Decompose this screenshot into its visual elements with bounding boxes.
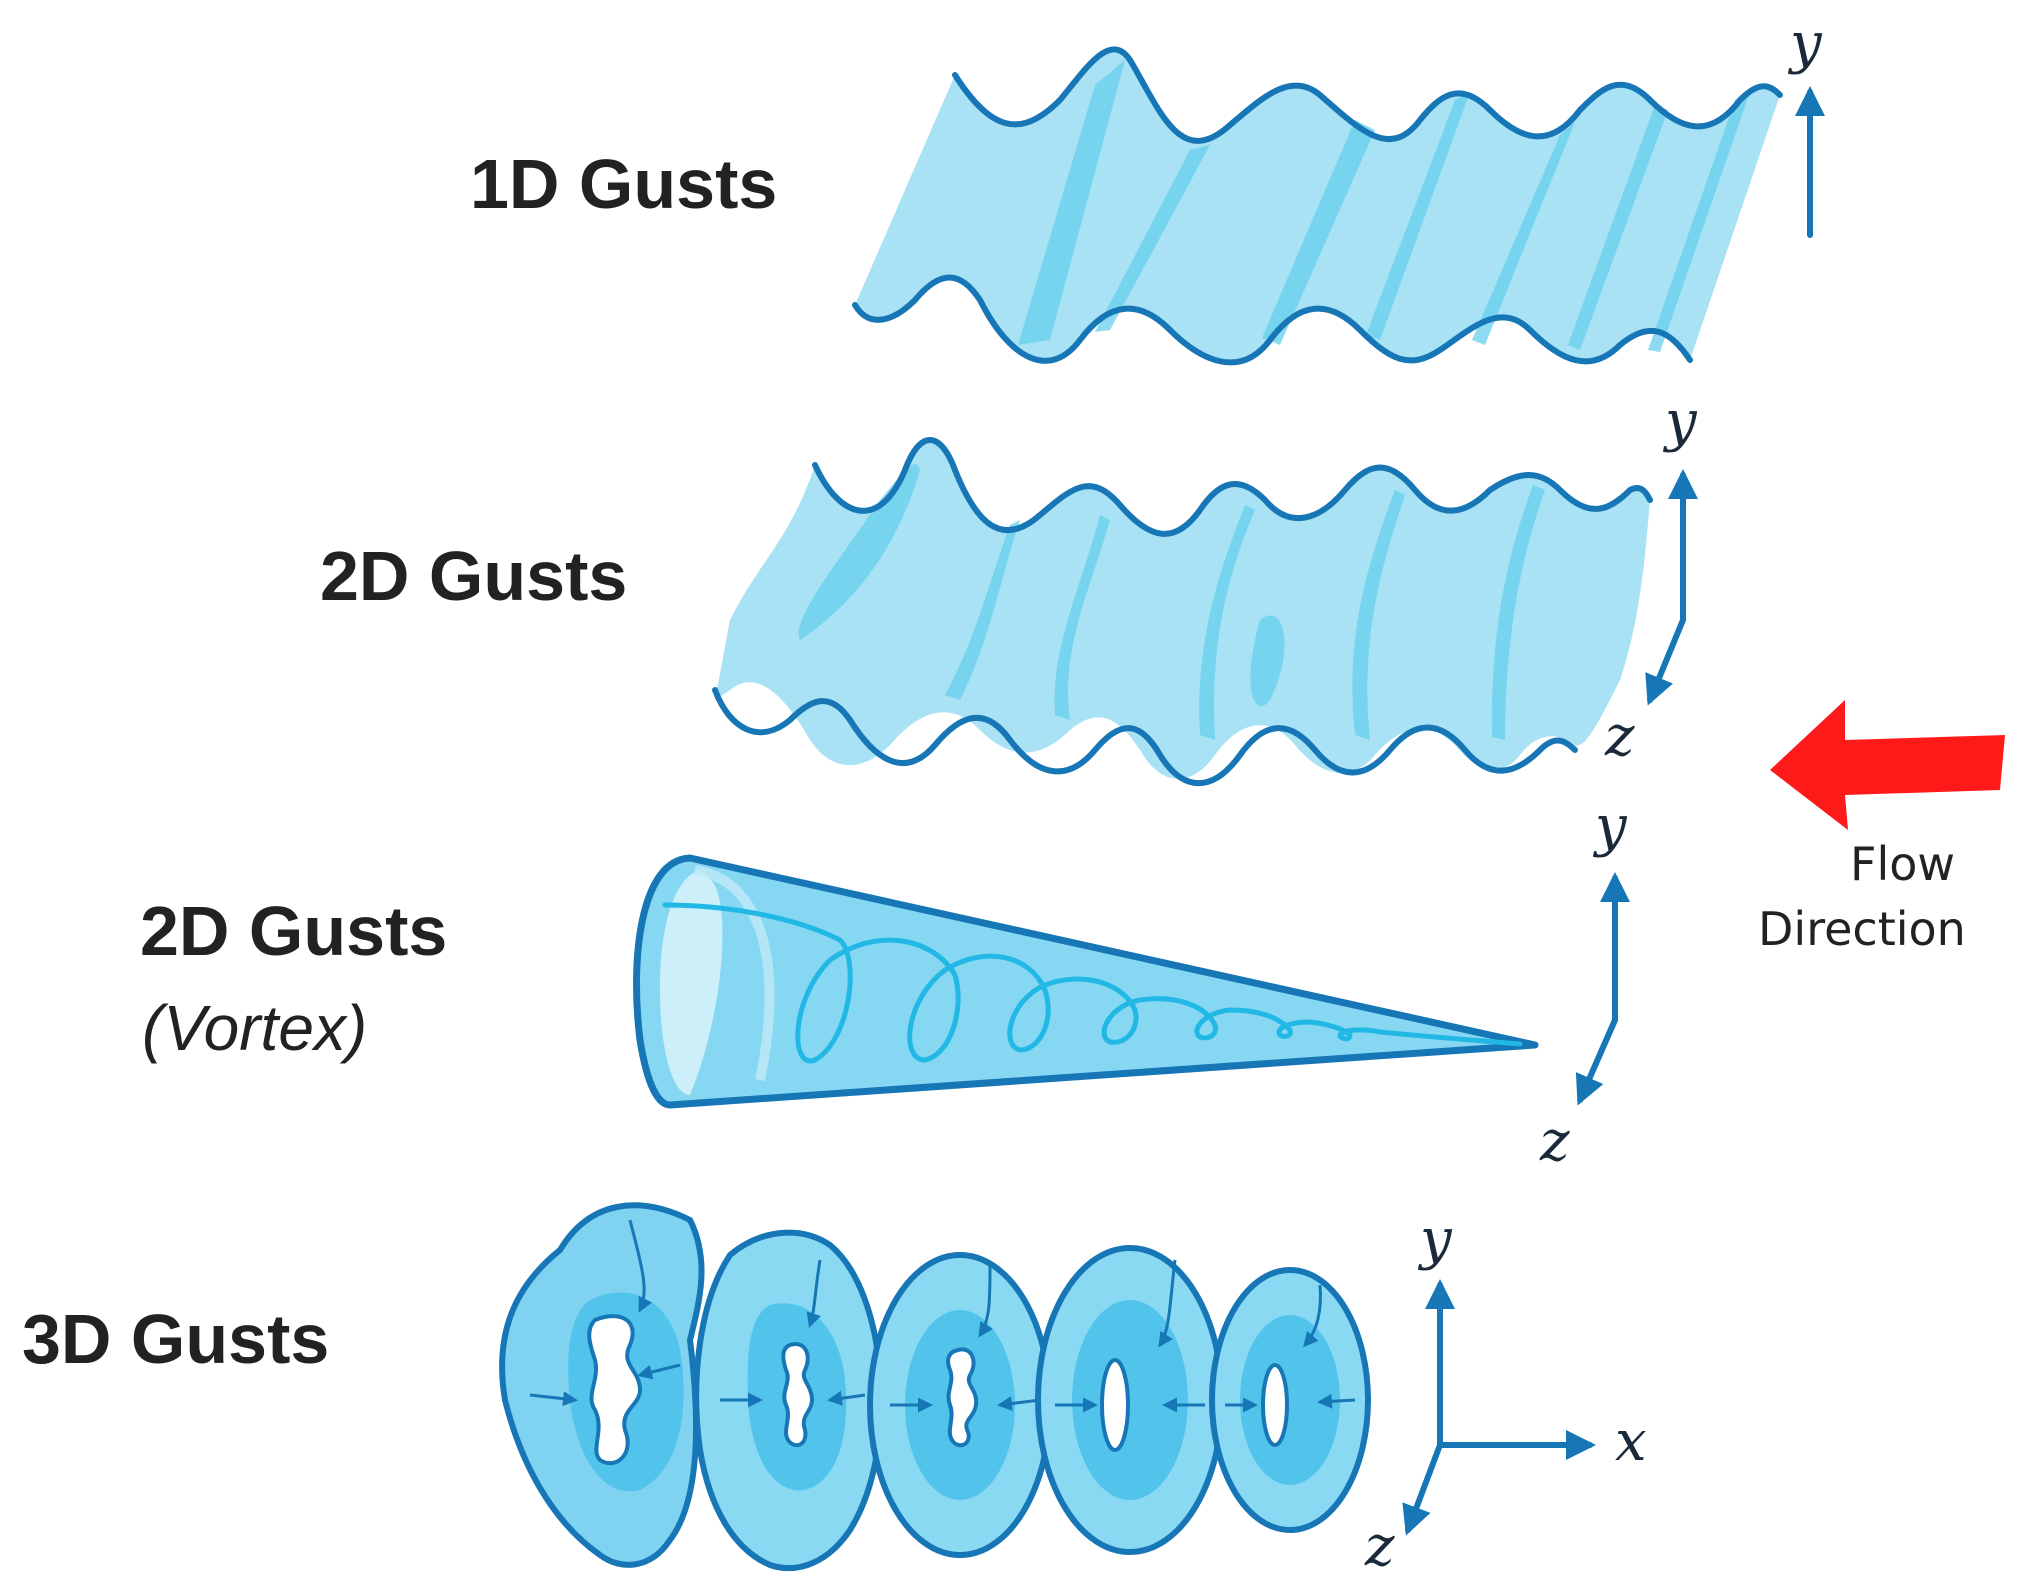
vortex-ring [499, 1202, 705, 1568]
row-title-1d: 1D Gusts [470, 145, 777, 223]
z-axis-arrow [1645, 617, 1686, 706]
row-title-vortex: 2D Gusts [140, 892, 447, 970]
y-axis-label: y [1662, 389, 1698, 454]
y-axis-label: y [1787, 11, 1823, 76]
x-axis-label: x [1615, 1409, 1647, 1474]
gust-1d-band [852, 46, 1783, 366]
row-title-3d: 3D Gusts [22, 1300, 329, 1378]
row-subtitle-vortex: (Vortex) [142, 992, 367, 1064]
vortex-ring [1035, 1245, 1225, 1555]
flow-arrow-icon [1770, 700, 2005, 830]
vortex-ring [867, 1252, 1053, 1558]
vortex-spiral [662, 902, 1523, 1064]
y-axis-label: y [1417, 1207, 1453, 1272]
z-axis-arrow [1402, 1442, 1443, 1536]
y-axis-label: y [1592, 794, 1628, 859]
z-axis-arrow [1575, 1017, 1618, 1106]
row-title-2d: 2D Gusts [320, 537, 627, 615]
flow-label-line1: Flow [1850, 837, 1955, 891]
flow-label-line2: Direction [1758, 902, 1966, 956]
gust-3d-rings [499, 1202, 1371, 1572]
axis-group-1d: y [1787, 11, 1825, 238]
vortex-ring [1209, 1267, 1371, 1533]
z-axis-label: z [1604, 704, 1635, 769]
axis-group-2d: y z [1604, 389, 1698, 769]
vortex-ring [693, 1229, 885, 1572]
axis-group-3d: y x z [1364, 1207, 1647, 1579]
vortex-cone [633, 854, 1539, 1109]
axis-group-vortex: y z [1539, 794, 1630, 1174]
z-axis-label: z [1364, 1514, 1395, 1579]
flow-direction: Flow Direction [1758, 700, 2005, 956]
z-axis-label: z [1539, 1109, 1570, 1174]
gust-2d-band [712, 437, 1653, 787]
